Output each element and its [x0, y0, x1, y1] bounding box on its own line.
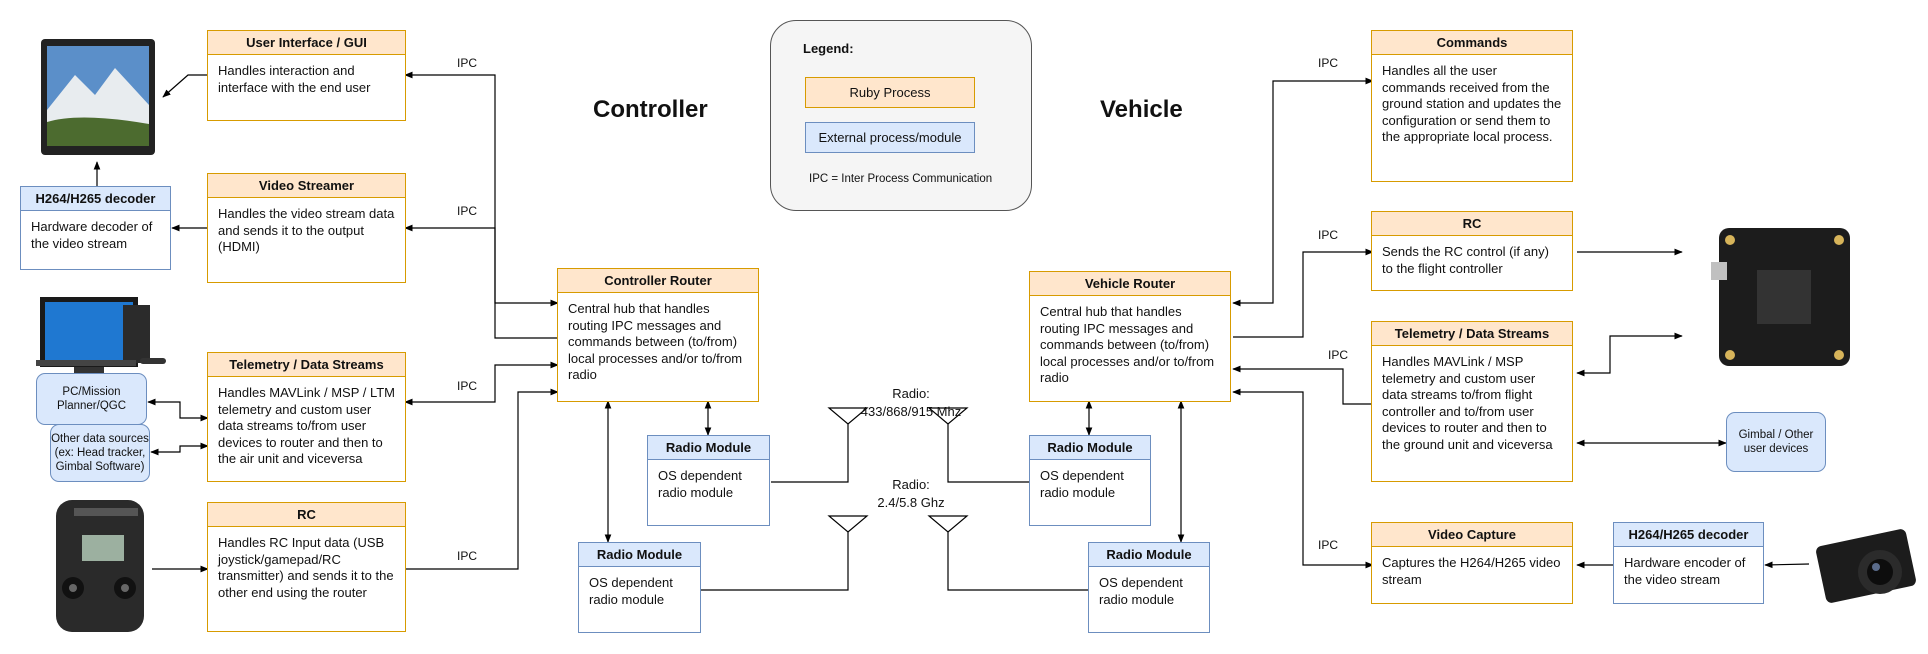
- box-body: OS dependent radio module: [1040, 468, 1124, 500]
- box-title: Video Capture: [1372, 523, 1572, 547]
- box-title: RC: [208, 503, 405, 527]
- legend-external-process: External process/module: [805, 122, 975, 153]
- box-title: Radio Module: [1089, 543, 1209, 567]
- video-streamer-box: Video Streamer Handles the video stream …: [207, 173, 406, 283]
- box-body: Hardware encoder of the video stream: [1624, 555, 1746, 587]
- h264-decoder-controller-box: H264/H265 decoder Hardware decoder of th…: [20, 186, 171, 270]
- legend: Legend: Ruby Process External process/mo…: [770, 20, 1032, 211]
- box-body: Handles MAVLink / MSP telemetry and cust…: [1382, 354, 1553, 452]
- desktop-pc-icon: [36, 297, 166, 373]
- box-body: Handles RC Input data (USB joystick/game…: [218, 535, 394, 600]
- h264-encoder-vehicle-box: H264/H265 decoder Hardware encoder of th…: [1613, 522, 1764, 604]
- box-title: Radio Module: [648, 436, 769, 460]
- ipc-label: IPC: [457, 56, 478, 70]
- controller-router-box: Controller Router Central hub that handl…: [557, 268, 759, 402]
- telemetry-controller-box: Telemetry / Data Streams Handles MAVLink…: [207, 352, 406, 482]
- box-body: OS dependent radio module: [589, 575, 673, 607]
- controller-heading: Controller: [593, 96, 708, 123]
- box-title: Radio Module: [1030, 436, 1150, 460]
- pc-mission-planner-pill: PC/Mission Planner/QGC: [36, 373, 147, 425]
- vehicle-heading: Vehicle: [1100, 96, 1183, 123]
- ipc-label: IPC: [457, 549, 478, 563]
- box-body: OS dependent radio module: [1099, 575, 1183, 607]
- box-body: Hardware decoder of the video stream: [31, 219, 153, 251]
- box-title: Controller Router: [558, 269, 758, 293]
- box-title: User Interface / GUI: [208, 31, 405, 55]
- radio-band-label: Radio: 433/868/915 Mhz: [860, 386, 962, 419]
- legend-title: Legend:: [803, 41, 854, 56]
- box-title: Commands: [1372, 31, 1572, 55]
- ipc-label: IPC: [457, 204, 478, 218]
- monitor-icon: [41, 39, 155, 155]
- rc-controller-box: RC Handles RC Input data (USB joystick/g…: [207, 502, 406, 632]
- ipc-label: IPC: [457, 379, 478, 393]
- commands-box: Commands Handles all the user commands r…: [1371, 30, 1573, 182]
- gimbal-devices-pill: Gimbal / Other user devices: [1726, 412, 1826, 472]
- box-title: Vehicle Router: [1030, 272, 1230, 296]
- radio-module-controller-2: Radio Module OS dependent radio module: [578, 542, 701, 633]
- box-body: OS dependent radio module: [658, 468, 742, 500]
- box-title: H264/H265 decoder: [21, 187, 170, 211]
- telemetry-vehicle-box: Telemetry / Data Streams Handles MAVLink…: [1371, 321, 1573, 482]
- ipc-label: IPC: [1328, 348, 1349, 362]
- ui-gui-box: User Interface / GUI Handles interaction…: [207, 30, 406, 121]
- box-title: Telemetry / Data Streams: [208, 353, 405, 377]
- legend-ruby-process: Ruby Process: [805, 77, 975, 108]
- flight-controller-board-icon: [1711, 228, 1850, 366]
- rc-vehicle-box: RC Sends the RC control (if any) to the …: [1371, 211, 1573, 291]
- box-body: Captures the H264/H265 video stream: [1382, 555, 1561, 587]
- ipc-label: IPC: [1318, 538, 1339, 552]
- ipc-label: IPC: [1318, 228, 1339, 242]
- radio-module-controller-1: Radio Module OS dependent radio module: [647, 435, 770, 526]
- box-title: Video Streamer: [208, 174, 405, 198]
- box-title: H264/H265 decoder: [1614, 523, 1763, 547]
- box-body: Handles all the user commands received f…: [1382, 63, 1562, 144]
- vehicle-router-box: Vehicle Router Central hub that handles …: [1029, 271, 1231, 402]
- camera-icon: [1816, 529, 1916, 603]
- radio-module-vehicle-2: Radio Module OS dependent radio module: [1088, 542, 1210, 633]
- legend-ipc-note: IPC = Inter Process Communication: [809, 173, 993, 185]
- box-title: Telemetry / Data Streams: [1372, 322, 1572, 346]
- box-title: RC: [1372, 212, 1572, 236]
- video-capture-box: Video Capture Captures the H264/H265 vid…: [1371, 522, 1573, 604]
- rc-transmitter-icon: [56, 500, 144, 632]
- box-body: Handles interaction and interface with t…: [218, 63, 371, 95]
- box-body: Handles MAVLink / MSP / LTM telemetry an…: [218, 385, 396, 466]
- box-body: Central hub that handles routing IPC mes…: [1040, 304, 1215, 385]
- other-data-sources-pill: Other data sources (ex: Head tracker, Gi…: [50, 424, 150, 482]
- box-body: Handles the video stream data and sends …: [218, 206, 395, 254]
- box-body: Sends the RC control (if any) to the fli…: [1382, 244, 1549, 276]
- box-body: Central hub that handles routing IPC mes…: [568, 301, 743, 382]
- radio-module-vehicle-1: Radio Module OS dependent radio module: [1029, 435, 1151, 526]
- radio-band-label: Radio: 2.4/5.8 Ghz: [877, 477, 945, 510]
- ipc-label: IPC: [1318, 56, 1339, 70]
- box-title: Radio Module: [579, 543, 700, 567]
